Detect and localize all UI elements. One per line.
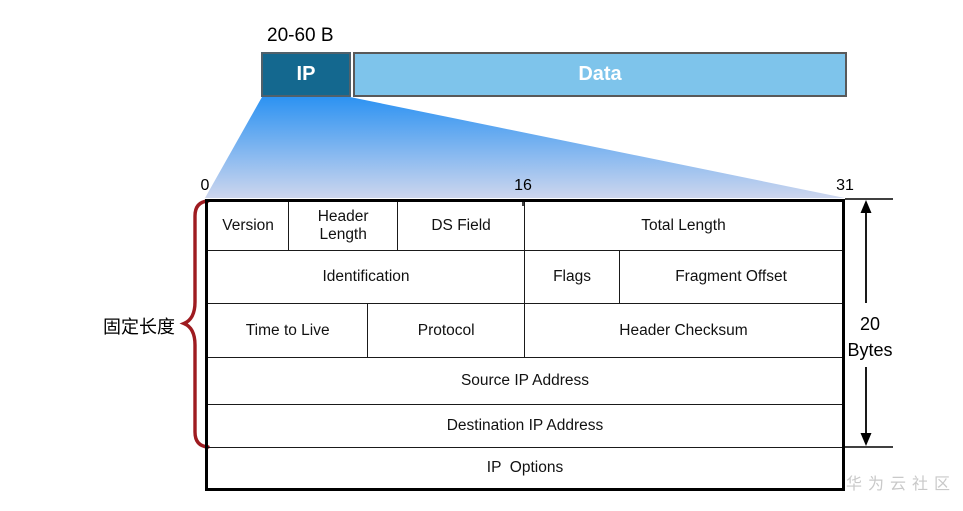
ip-segment-label: IP: [296, 63, 316, 85]
cell-version: Version: [208, 202, 290, 250]
watermark-text: 华为云社区: [846, 476, 957, 493]
twenty-bytes-label: 20 Bytes: [836, 311, 904, 363]
measure-arrow-up-head: [860, 200, 872, 213]
table-row: Time to Live Protocol Header Checksum: [208, 304, 842, 358]
cell-destination-ip-address: Destination IP Address: [446, 417, 604, 435]
data-segment: Data: [353, 52, 847, 97]
table-row: Source IP Address: [208, 358, 842, 405]
cell-header-length: Header Length: [289, 202, 399, 250]
measure-arrow-down-head: [860, 433, 872, 446]
bit-label-16: 16: [514, 177, 532, 194]
table-row: Identification Flags Fragment Offset: [208, 251, 842, 304]
cell-header-checksum: Header Checksum: [619, 321, 748, 339]
cell-total-length: Total Length: [641, 217, 726, 235]
ip-segment: IP: [261, 52, 351, 97]
cell-identification: Identification: [208, 251, 525, 303]
bit-label-31: 31: [836, 177, 854, 194]
bytes-unit: Bytes: [847, 340, 893, 361]
bit-label-0: 0: [200, 177, 210, 194]
cell-flags: Flags: [525, 251, 621, 303]
cell-ip-options: IP Options: [486, 459, 564, 477]
bytes-value: 20: [859, 314, 881, 334]
cell-fragment-offset: Fragment Offset: [675, 268, 787, 286]
cell-ds-field: DS Field: [398, 202, 525, 250]
ip-header-table: Version Header Length DS Field Total Len…: [205, 199, 845, 491]
data-segment-label: Data: [578, 63, 622, 85]
cell-source-ip-address: Source IP Address: [460, 372, 590, 390]
table-row: Destination IP Address: [208, 405, 842, 448]
cell-protocol: Protocol: [368, 304, 525, 357]
table-row: Version Header Length DS Field Total Len…: [208, 202, 842, 251]
fixed-length-label: 固定长度: [103, 317, 175, 337]
cell-time-to-live: Time to Live: [208, 304, 369, 357]
table-row: IP Options: [208, 448, 842, 488]
packet-size-label: 20-60 B: [267, 25, 334, 46]
